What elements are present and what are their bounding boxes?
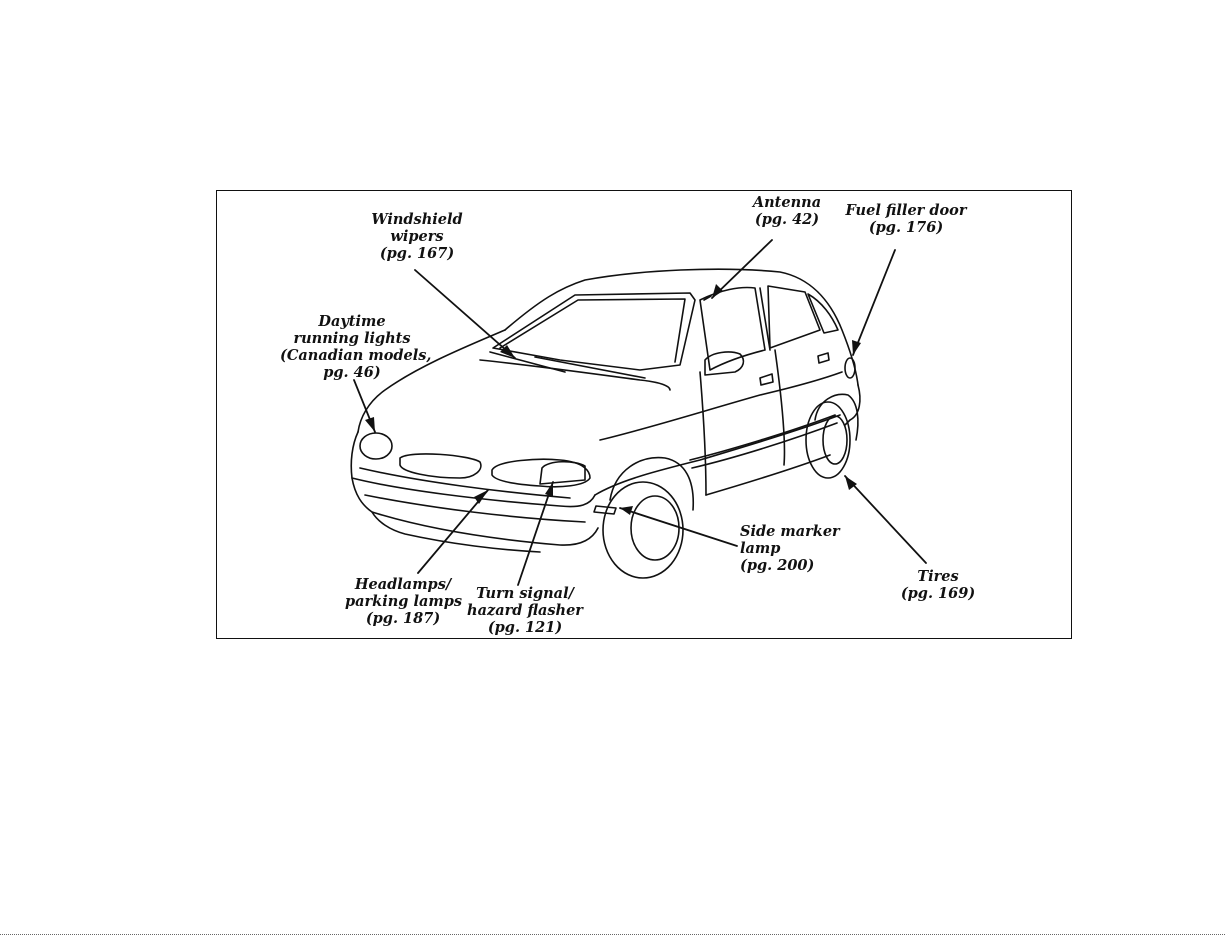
callout-text: pg. 46) — [280, 364, 424, 381]
callout-turn-signal: Turn signal/ hazard flasher (pg. 121) — [465, 585, 585, 636]
arrow-daytime-lights — [365, 417, 375, 432]
roof-outline — [505, 269, 858, 385]
door-handle-rear — [818, 353, 829, 363]
callout-text: (pg. 200) — [740, 557, 840, 574]
door-handle-front — [760, 374, 773, 385]
callout-text: Headlamps/ — [345, 576, 461, 593]
leader-tires — [845, 476, 926, 563]
callout-text: (pg. 187) — [345, 610, 461, 627]
callout-text: Windshield — [362, 211, 472, 228]
rear-tire — [806, 402, 850, 478]
leader-turn-signal — [518, 482, 553, 585]
leader-windshield-wipers — [415, 270, 515, 358]
rear-wheel-arch — [815, 394, 858, 440]
side-moulding-2 — [692, 423, 837, 468]
callout-headlamps: Headlamps/ parking lamps (pg. 187) — [345, 576, 461, 627]
callout-tires: Tires (pg. 169) — [893, 568, 983, 602]
side-moulding — [690, 415, 835, 460]
front-side-window — [700, 288, 765, 371]
page-bottom-rule — [0, 934, 1225, 935]
callout-text: (pg. 169) — [893, 585, 983, 602]
callout-text: (pg. 42) — [742, 211, 832, 228]
callout-text: Daytime — [280, 313, 424, 330]
rocker-line — [706, 455, 830, 495]
callout-antenna: Antenna (pg. 42) — [742, 194, 832, 228]
callout-windshield-wipers: Windshield wipers (pg. 167) — [362, 211, 472, 262]
belt-crease — [600, 372, 842, 440]
callout-text: running lights — [280, 330, 424, 347]
windshield — [493, 293, 695, 370]
door-line-front — [700, 372, 706, 495]
callout-text: hazard flasher — [465, 602, 585, 619]
arrow-antenna — [712, 284, 723, 298]
callout-text: Antenna — [742, 194, 832, 211]
callout-text: Fuel filler door — [845, 202, 967, 219]
callout-text: lamp — [740, 540, 840, 557]
grille-opening — [400, 454, 481, 478]
side-marker-lamp — [594, 506, 616, 514]
leader-side-marker — [620, 508, 737, 546]
arrow-fuel-filler — [852, 340, 861, 355]
front-fascia — [351, 432, 595, 507]
callout-text: Side marker — [740, 523, 840, 540]
callout-text: (pg. 176) — [845, 219, 967, 236]
callout-side-marker-lamp: Side marker lamp (pg. 200) — [740, 523, 840, 574]
door-line-rear — [775, 350, 785, 465]
front-tire — [603, 482, 683, 578]
leader-fuel-filler — [853, 250, 895, 355]
arrow-side-marker — [620, 506, 633, 515]
bumper-crease-2 — [365, 495, 585, 522]
arrow-headlamps — [474, 490, 488, 504]
headlamp-left — [360, 433, 392, 459]
rear-side-window — [768, 286, 820, 348]
callout-text: (Canadian models, — [280, 347, 424, 364]
windshield-inner — [500, 299, 685, 362]
callout-text: parking lamps — [345, 593, 461, 610]
callout-daytime-running-lights: Daytime running lights (Canadian models,… — [280, 313, 424, 381]
fuel-filler-door — [845, 358, 855, 378]
callout-text: (pg. 167) — [362, 245, 472, 262]
callout-text: wipers — [362, 228, 472, 245]
callout-fuel-filler-door: Fuel filler door (pg. 176) — [845, 202, 967, 236]
wiper-right — [535, 357, 645, 378]
front-wheel-rim — [631, 496, 679, 560]
turn-signal-lamp — [540, 462, 585, 484]
callout-text: Tires — [893, 568, 983, 585]
callout-text: Turn signal/ — [465, 585, 585, 602]
leader-headlamps — [418, 490, 488, 573]
callout-text: (pg. 121) — [465, 619, 585, 636]
bumper-crease — [360, 468, 570, 498]
